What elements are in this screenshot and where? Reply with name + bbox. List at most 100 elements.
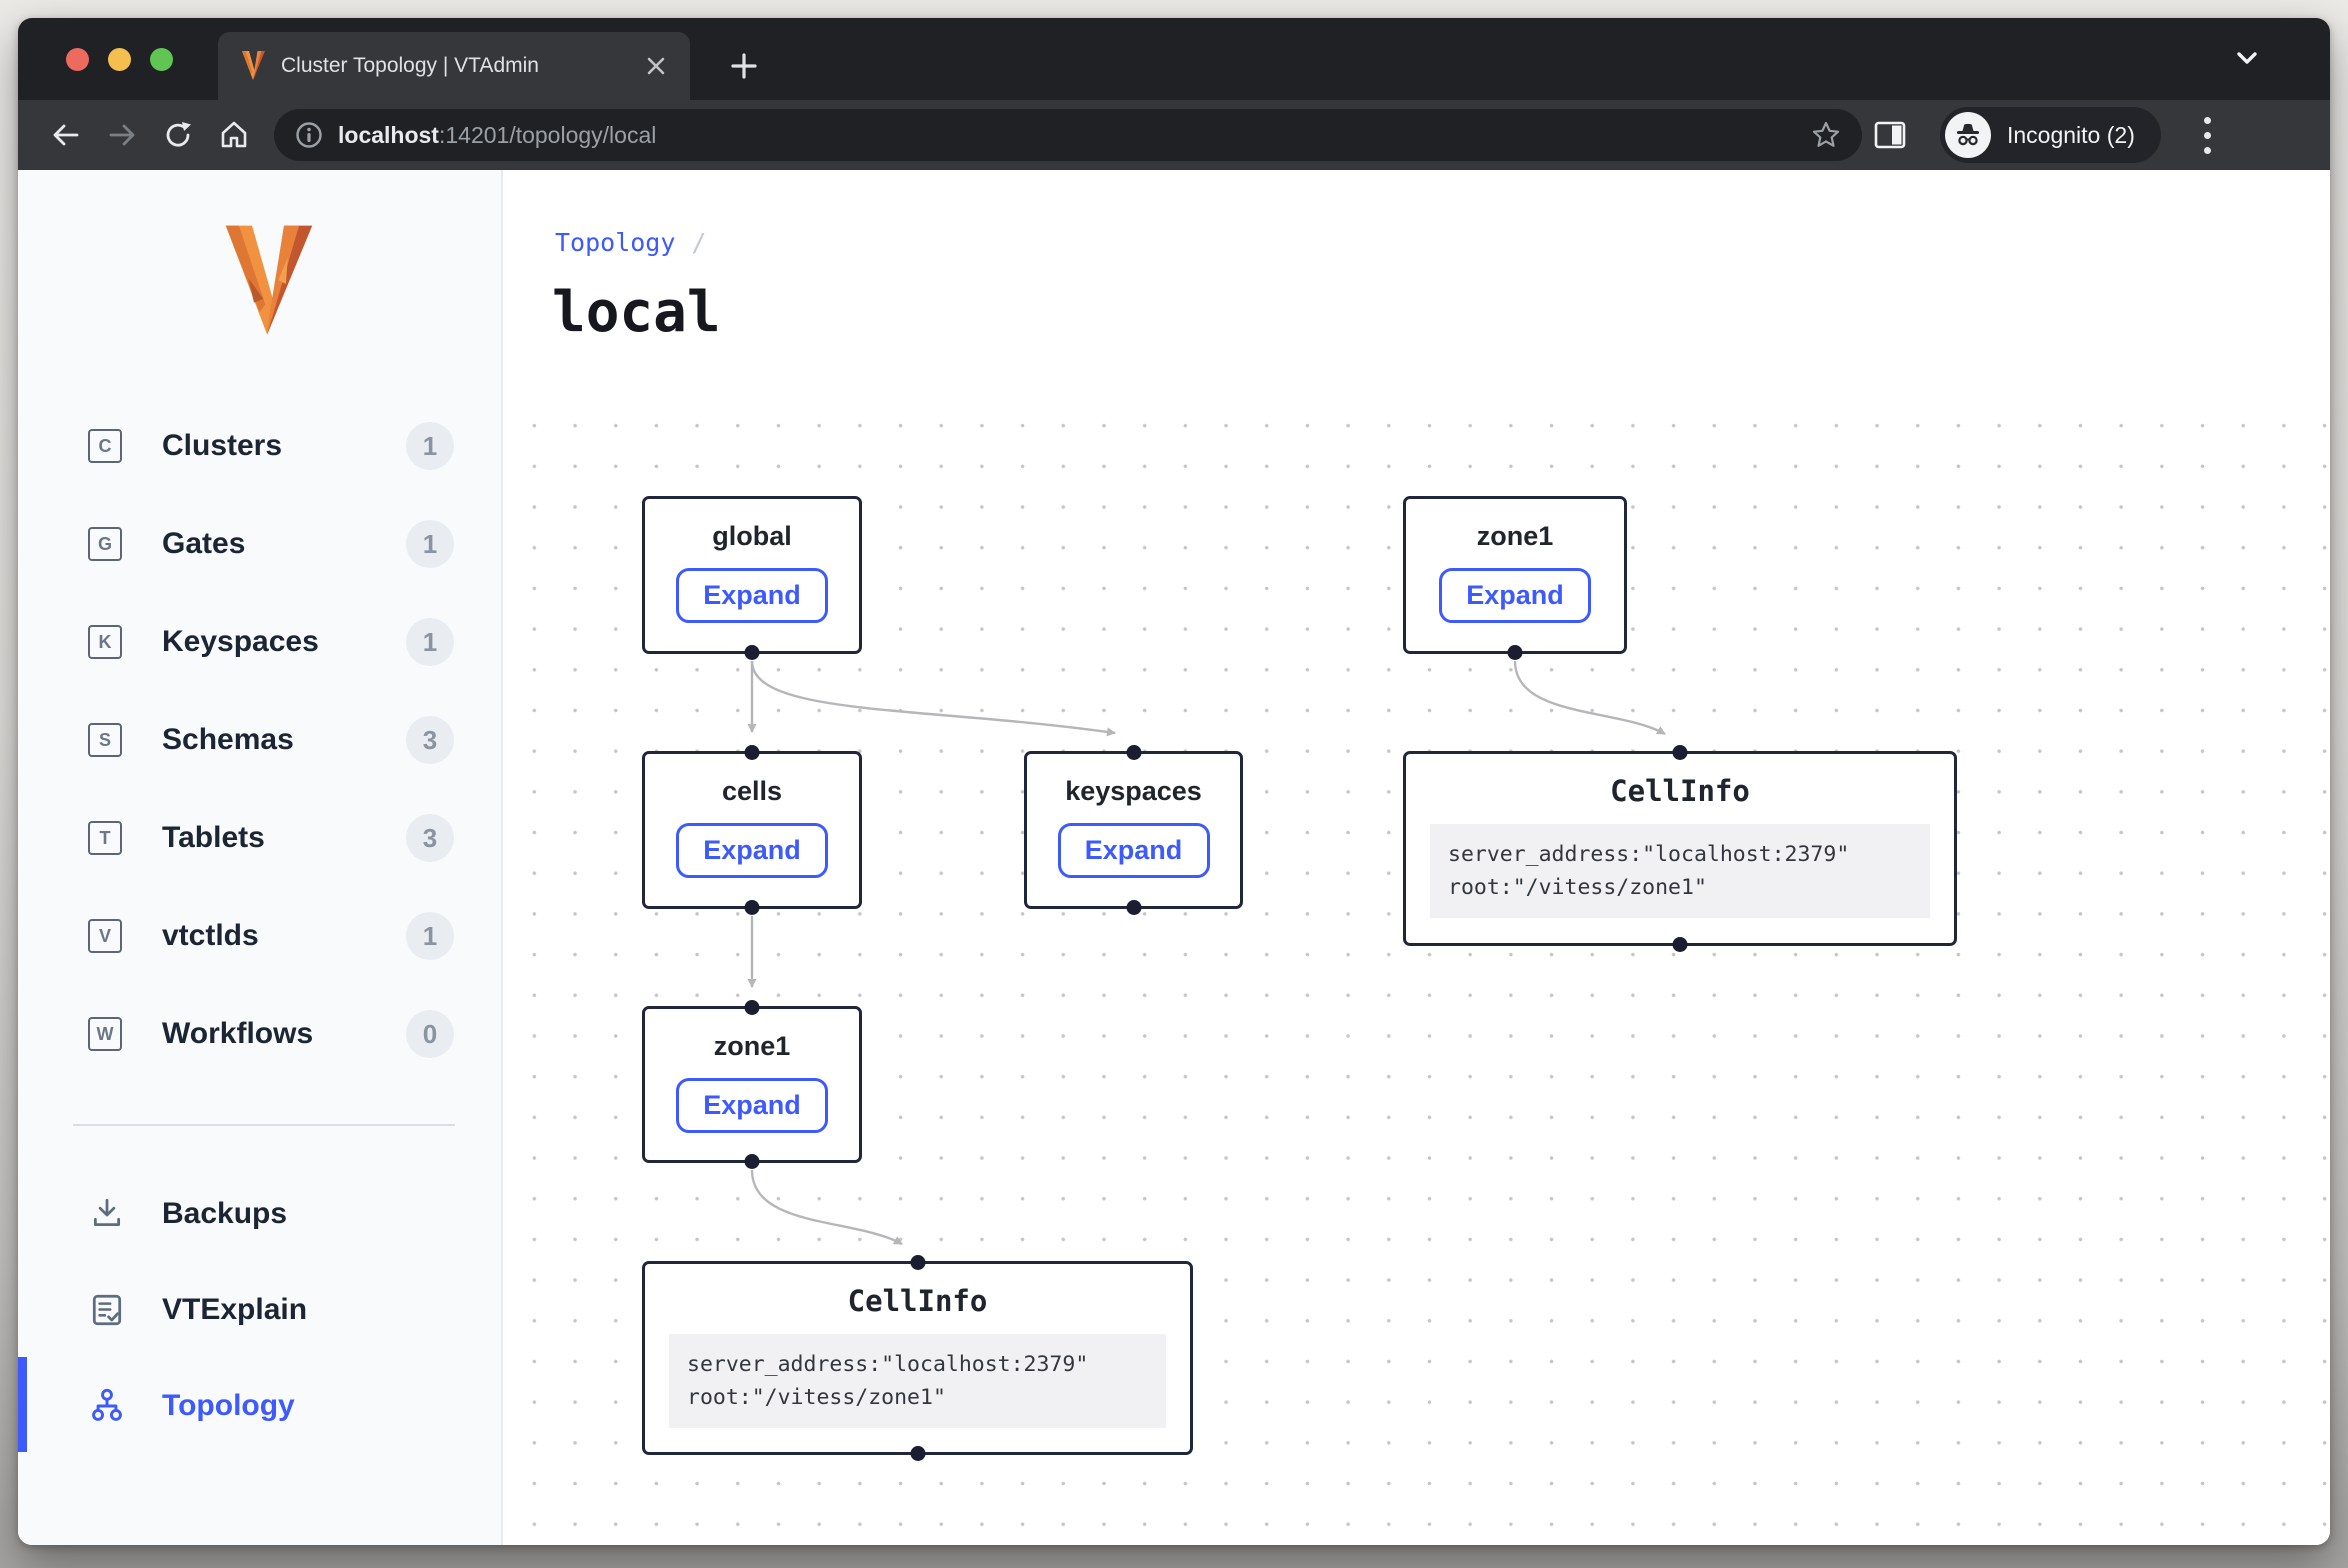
url-text[interactable]: localhost:14201/topology/local (338, 122, 1810, 149)
edge-zone1-cellinfo (1513, 660, 1666, 736)
sidebar-item-topology[interactable]: Topology (18, 1358, 501, 1454)
topology-icon (92, 1388, 122, 1421)
port-dot[interactable] (910, 1255, 925, 1270)
port-dot[interactable] (744, 645, 760, 660)
topology-canvas[interactable]: global Expand zone1 Expand cells Expand (503, 420, 2330, 1545)
incognito-badge[interactable]: Incognito (2) (1940, 107, 2161, 163)
browser-window: Cluster Topology | VTAdmin (18, 18, 2330, 1545)
page-content: C Clusters 1 G Gates 1 K Keyspaces 1 S S… (18, 170, 2330, 1545)
plus-icon (731, 53, 757, 79)
schemas-icon: S (88, 723, 122, 757)
forward-arrow-icon (109, 124, 135, 146)
sidebar-item-schemas[interactable]: S Schemas 3 (18, 691, 501, 789)
port-dot[interactable] (744, 745, 760, 760)
expand-button[interactable]: Expand (676, 568, 828, 623)
tab-strip: Cluster Topology | VTAdmin (18, 18, 2330, 100)
browser-menu-button[interactable] (2185, 116, 2231, 154)
sidebar-item-keyspaces[interactable]: K Keyspaces 1 (18, 593, 501, 691)
url-bar[interactable]: localhost:14201/topology/local (274, 109, 1862, 161)
sidebar-divider (73, 1124, 455, 1126)
sidebar-item-backups[interactable]: Backups (18, 1166, 501, 1262)
tab-close-icon[interactable] (644, 54, 668, 78)
home-icon (221, 121, 247, 148)
url-host: localhost (338, 121, 439, 148)
gates-icon: G (88, 527, 122, 561)
node-global[interactable]: global Expand (642, 496, 862, 660)
tab-search-button[interactable] (2230, 46, 2264, 77)
expand-button[interactable]: Expand (1057, 823, 1210, 878)
count-badge: 1 (406, 422, 454, 470)
keyspaces-icon: K (88, 625, 122, 659)
expand-button[interactable]: Expand (1439, 568, 1591, 623)
sidebar: C Clusters 1 G Gates 1 K Keyspaces 1 S S… (18, 170, 503, 1545)
workflows-icon: W (88, 1017, 122, 1051)
browser-tab[interactable]: Cluster Topology | VTAdmin (218, 32, 690, 100)
breadcrumb-separator: / (691, 228, 707, 257)
reload-button[interactable] (150, 107, 206, 163)
vtctlds-icon: V (88, 919, 122, 953)
port-dot[interactable] (1126, 745, 1141, 760)
forward-button[interactable] (94, 107, 150, 163)
node-zone1-bottom[interactable]: zone1 Expand (642, 1000, 862, 1169)
tab-title: Cluster Topology | VTAdmin (281, 54, 539, 77)
port-dot[interactable] (744, 1000, 760, 1015)
sidebar-item-tablets[interactable]: T Tablets 3 (18, 789, 501, 887)
backups-icon (93, 1198, 121, 1226)
active-nav-indicator (18, 1357, 27, 1452)
url-path: :14201/topology/local (438, 121, 657, 148)
edge-global-keyspaces (750, 660, 1116, 737)
expand-button[interactable]: Expand (676, 823, 828, 878)
port-dot[interactable] (1126, 900, 1141, 915)
sidebar-item-clusters[interactable]: C Clusters 1 (18, 397, 501, 495)
node-keyspaces[interactable]: keyspaces Expand (1024, 745, 1243, 915)
node-cells[interactable]: cells Expand (642, 745, 862, 915)
main-panel: Topology / local (503, 170, 2330, 1545)
menu-dot (2204, 131, 2212, 139)
incognito-label: Incognito (2) (2007, 121, 2135, 148)
sidebar-item-vtexplain[interactable]: VTExplain (18, 1262, 501, 1358)
reload-icon (166, 122, 191, 147)
count-badge: 1 (406, 618, 454, 666)
port-dot[interactable] (1507, 645, 1523, 660)
sidebar-item-workflows[interactable]: W Workflows 0 (18, 985, 501, 1083)
side-panel-icon (1874, 121, 1906, 149)
count-badge: 1 (406, 520, 454, 568)
tablets-icon: T (88, 821, 122, 855)
count-badge: 3 (406, 814, 454, 862)
maximize-window-button[interactable] (150, 48, 173, 71)
minimize-window-button[interactable] (108, 48, 131, 71)
port-dot[interactable] (910, 1446, 925, 1461)
browser-toolbar: localhost:14201/topology/local (18, 100, 2330, 170)
sidebar-tools: Backups VTExplain (18, 1166, 501, 1454)
expand-button[interactable]: Expand (676, 1078, 828, 1133)
breadcrumb: Topology / (555, 228, 706, 257)
port-dot[interactable] (744, 900, 760, 915)
edge-zone1-cellinfo-bottom (750, 1169, 903, 1246)
vtexplain-icon (92, 1294, 122, 1326)
port-dot[interactable] (744, 1154, 760, 1169)
sidebar-item-gates[interactable]: G Gates 1 (18, 495, 501, 593)
port-dot[interactable] (1672, 937, 1688, 952)
port-dot[interactable] (1672, 745, 1688, 760)
breadcrumb-topology-link[interactable]: Topology (555, 228, 676, 257)
site-info-icon[interactable] (294, 120, 324, 150)
back-arrow-icon (53, 124, 79, 146)
clusters-icon: C (88, 429, 122, 463)
home-button[interactable] (206, 107, 262, 163)
chevron-down-icon (2237, 52, 2257, 64)
node-cellinfo-bottom[interactable]: CellInfo server_address:"localhost:2379"… (642, 1255, 1193, 1461)
vitess-logo (225, 225, 313, 335)
sidebar-item-vtctlds[interactable]: V vtctlds 1 (18, 887, 501, 985)
count-badge: 1 (406, 912, 454, 960)
graph-edges (747, 660, 1666, 1246)
incognito-avatar (1945, 112, 1991, 158)
bookmark-star-icon[interactable] (1810, 119, 1842, 151)
close-window-button[interactable] (66, 48, 89, 71)
new-tab-button[interactable] (718, 40, 770, 92)
cellinfo-code: server_address:"localhost:2379" root:"/v… (1430, 824, 1930, 918)
node-zone1-top[interactable]: zone1 Expand (1403, 496, 1627, 660)
count-badge: 3 (406, 716, 454, 764)
side-panel-button[interactable] (1862, 107, 1918, 163)
back-button[interactable] (38, 107, 94, 163)
node-cellinfo-right[interactable]: CellInfo server_address:"localhost:2379"… (1403, 745, 1957, 952)
